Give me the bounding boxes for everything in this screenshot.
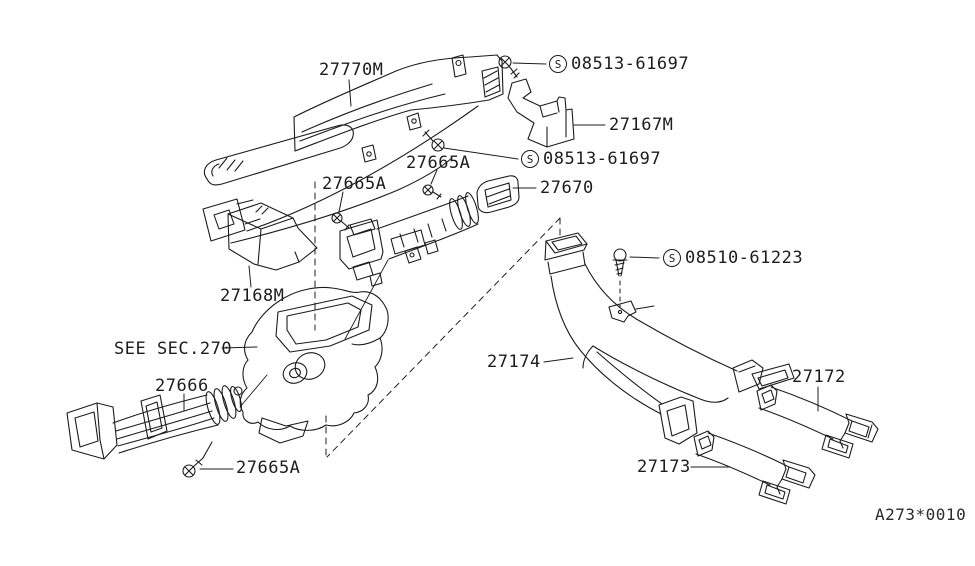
part-number: 08513-61697 bbox=[543, 149, 662, 169]
part-label-27770m: 27770M bbox=[319, 60, 384, 80]
standard-part-s-icon: S bbox=[521, 150, 539, 168]
part-label-27666: 27666 bbox=[155, 376, 209, 396]
part-number: 08513-61697 bbox=[571, 54, 690, 74]
part-label-27665a-3: 27665A bbox=[236, 458, 301, 478]
screw-08510-icon bbox=[613, 249, 627, 276]
part-27666-drawing bbox=[67, 384, 244, 459]
part-number: 08510-61223 bbox=[685, 248, 804, 268]
part-27167m-drawing bbox=[508, 79, 574, 147]
part-label-27168m: 27168M bbox=[220, 286, 285, 306]
assembly-guide-lines bbox=[240, 260, 388, 407]
part-27174-drawing bbox=[545, 233, 794, 444]
screw-08513-top-icon bbox=[499, 56, 519, 78]
part-27172-drawing bbox=[757, 385, 878, 458]
part-label-27665a-2: 27665A bbox=[322, 174, 387, 194]
screw-27665a-2-icon bbox=[332, 213, 349, 230]
part-27168m-drawing bbox=[228, 203, 317, 270]
heater-unit-drawing bbox=[240, 287, 388, 443]
part-label-27173: 27173 bbox=[637, 457, 691, 477]
part-label-27665a-1: 27665A bbox=[406, 153, 471, 173]
part-label-27670: 27670 bbox=[540, 178, 594, 198]
part-label-27167m: 27167M bbox=[609, 115, 674, 135]
part-label-screw-floor: S 08510-61223 bbox=[663, 249, 803, 267]
leader-lines bbox=[184, 63, 818, 469]
diagram-ref-code: A273*0010 bbox=[875, 505, 967, 524]
see-section-note: SEE SEC.270 bbox=[114, 339, 233, 359]
part-label-screw-mid: S 08513-61697 bbox=[521, 150, 661, 168]
part-27770m-drawing bbox=[203, 55, 503, 243]
part-label-screw-top: S 08513-61697 bbox=[549, 55, 689, 73]
part-label-27174: 27174 bbox=[487, 352, 541, 372]
standard-part-s-icon: S bbox=[549, 55, 567, 73]
alignment-dashed-lines bbox=[315, 182, 620, 458]
part-label-27172: 27172 bbox=[792, 367, 846, 387]
standard-part-s-icon: S bbox=[663, 249, 681, 267]
screw-27665a-3-icon bbox=[183, 442, 212, 477]
screw-27665a-1-icon bbox=[423, 185, 441, 199]
part-27670-drawing bbox=[340, 176, 519, 286]
screw-08513-mid-icon bbox=[423, 130, 444, 151]
part-27173-drawing bbox=[694, 431, 815, 504]
